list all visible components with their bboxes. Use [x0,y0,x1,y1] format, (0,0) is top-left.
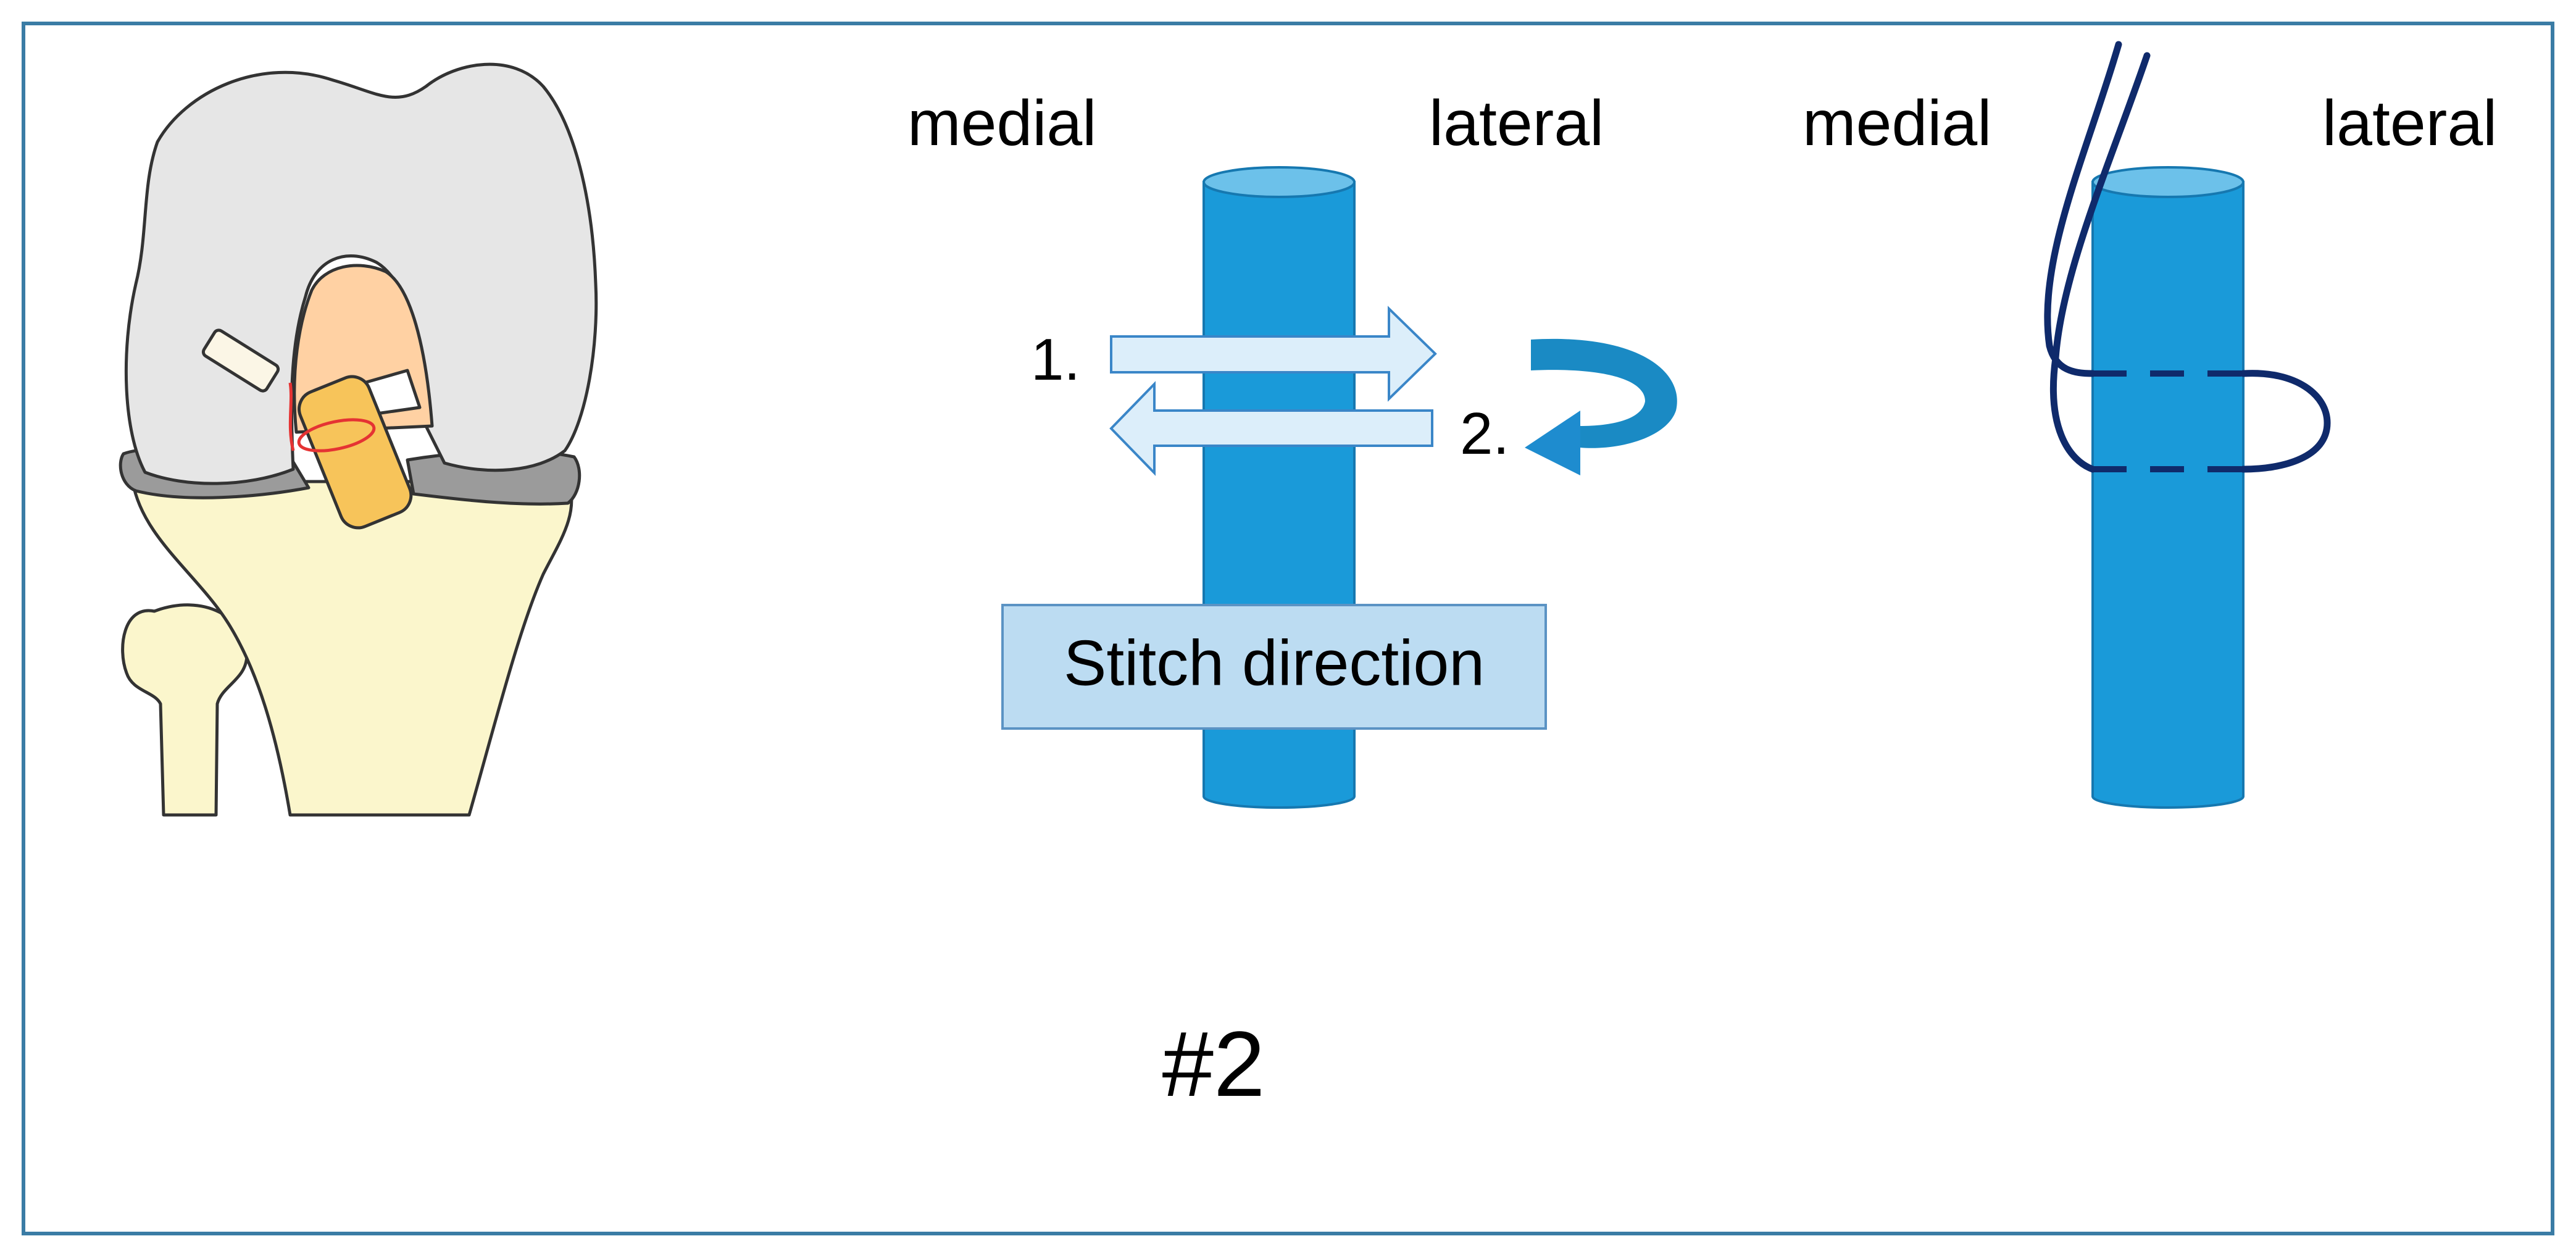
cylinder-top-right [2091,166,2245,198]
arrow-left-icon [1109,381,1433,476]
dashed-stitch-lines [2093,370,2243,472]
medial-label-left: medial [907,88,1096,159]
curved-arrow-icon [1525,338,1677,475]
step-2-label: 2. [1460,401,1509,467]
lateral-label-left: lateral [1429,88,1604,159]
sutured-cylinder [2044,41,2331,809]
stitch-direction-box [1001,604,1547,730]
medial-label-right: medial [1803,88,1991,159]
figure-number: #2 [1162,1012,1265,1116]
arrow-right-icon [1110,306,1437,402]
tibia [131,480,573,817]
cylinder-top [1203,166,1356,198]
red-suture [288,382,376,453]
knee-joint-illustration [119,62,598,817]
acl-graft [298,375,413,530]
cylinder-body-right [2091,181,2245,809]
femoral-graft-plug [201,328,280,393]
lateral-label-right: lateral [2322,88,2497,159]
stitch-direction-label: Stitch direction [1064,627,1485,699]
suture-strands [2044,41,2331,473]
step-1-label: 1. [1031,327,1080,393]
